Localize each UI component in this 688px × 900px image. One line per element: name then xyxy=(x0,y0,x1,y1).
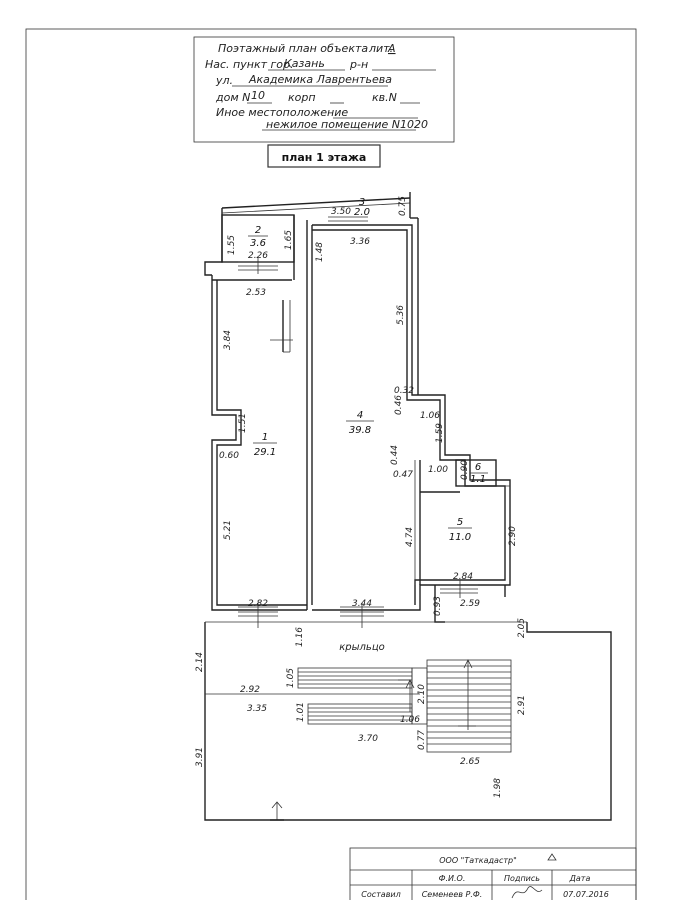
stairs-left xyxy=(297,667,428,725)
porch-label: крыльцо xyxy=(339,642,385,653)
header-house-label: дом N xyxy=(215,91,250,104)
stamp-block: ООО "Таткадастр" Ф.И.О. Подпись Дата Сос… xyxy=(349,847,637,900)
dim-label: 0.77 xyxy=(417,730,427,750)
entry-arrow-icon xyxy=(270,801,284,821)
dim-label: 2.92 xyxy=(240,685,260,695)
page-frame xyxy=(25,28,637,900)
header-flat-label: кв.N xyxy=(372,91,397,104)
room-2-area: 3.6 xyxy=(250,238,266,249)
dim-label: 1.06 xyxy=(420,411,440,421)
dim-label: 1.48 xyxy=(315,242,325,262)
dim-label: 3.91 xyxy=(195,747,205,767)
dim-label: 3.50 xyxy=(331,207,351,217)
header-house-value: 10 xyxy=(251,89,265,102)
room-4-number: 4 xyxy=(357,410,363,421)
header-lit-label: лит. xyxy=(368,42,393,55)
dim-label: 2.65 xyxy=(460,757,480,767)
room-2-number: 2 xyxy=(255,225,261,236)
dim-label: 2.91 xyxy=(517,695,527,715)
stamp-col-fio: Ф.И.О. xyxy=(439,874,466,883)
dim-label: 2.59 xyxy=(460,599,480,609)
signature-mark xyxy=(511,886,543,899)
dim-label: 1.01 xyxy=(296,702,306,722)
stamp-col-sign: Подпись xyxy=(504,874,540,883)
dim-label: 2.26 xyxy=(248,251,268,261)
dim-label: 3.36 xyxy=(350,237,370,247)
dim-label: 1.00 xyxy=(428,465,448,475)
stamp-logo-icon xyxy=(547,853,557,861)
dim-label: 2.05 xyxy=(517,618,527,638)
header-street-label: ул. xyxy=(215,74,233,87)
header-street-value: Академика Лаврентьева xyxy=(248,73,392,86)
dim-label: 0.75 xyxy=(398,196,408,216)
dim-label: 2.10 xyxy=(417,684,427,704)
header-other-location-label: Иное местоположение xyxy=(216,106,348,119)
dim-label: 3.35 xyxy=(247,704,267,714)
floor-title: план 1 этажа xyxy=(282,151,367,164)
header-lit-value: А xyxy=(387,42,396,55)
dim-label: 4.74 xyxy=(405,527,415,547)
dim-label: 1.55 xyxy=(227,235,237,255)
dim-label: 0.47 xyxy=(393,470,413,480)
header-locality-value: Казань xyxy=(284,57,325,70)
dim-label: 2.14 xyxy=(195,652,205,672)
dim-label: 3.70 xyxy=(358,734,378,744)
dim-label: 1.06 xyxy=(400,715,420,725)
room-1-area: 29.1 xyxy=(254,447,276,458)
dim-label: 3.84 xyxy=(223,330,233,350)
stamp-row-date: 07.07.2016 xyxy=(563,890,609,899)
dim-label: 0.90 xyxy=(460,460,470,480)
header-locality-label: Нас. пункт гор. xyxy=(205,58,293,71)
room-4-area: 39.8 xyxy=(349,425,371,436)
dim-label: 3.44 xyxy=(352,599,372,609)
stamp-row-role: Составил xyxy=(361,890,400,899)
dim-label: 5.36 xyxy=(396,305,406,325)
dim-label: 1.98 xyxy=(493,778,503,798)
dim-label: 0.32 xyxy=(394,386,414,396)
dim-label: 0.46 xyxy=(394,395,404,415)
header-korp-label: корп xyxy=(288,91,316,104)
room-6-number: 6 xyxy=(475,462,481,473)
floor-title-box: план 1 этажа xyxy=(267,144,381,168)
room-3-area: 2.0 xyxy=(354,207,370,218)
stamp-org: ООО "Таткадастр" xyxy=(439,856,517,865)
dim-label: 1.16 xyxy=(295,627,305,647)
header-box: Поэтажный план объекта лит. А Нас. пункт… xyxy=(193,36,455,143)
room-6-area: 1.1 xyxy=(470,474,486,485)
dim-label: 0.60 xyxy=(219,451,239,461)
walls xyxy=(204,192,612,821)
room-3-number: 3 xyxy=(359,197,365,208)
room-5-area: 11.0 xyxy=(449,532,471,543)
header-premises-value: нежилое помещение N1020 xyxy=(266,118,428,131)
dim-label: 0.44 xyxy=(390,445,400,465)
room-labels: 2 3.6 3 2.0 1 29.1 4 39.8 5 11.0 6 1.1 xyxy=(248,197,488,543)
room-5-number: 5 xyxy=(457,517,463,528)
dim-label: 0.93 xyxy=(433,596,443,616)
dim-label: 1.05 xyxy=(286,668,296,688)
dim-label: 1.59 xyxy=(435,423,445,443)
dimension-labels: 1.55 1.65 2.26 3.50 0.75 3.36 1.48 2.53 … xyxy=(195,196,527,798)
dim-label: 2.90 xyxy=(508,526,518,546)
dim-label: 1.51 xyxy=(238,413,248,433)
dim-label: 5.21 xyxy=(223,520,233,540)
header-title: Поэтажный план объекта xyxy=(218,42,368,55)
dim-label: 2.84 xyxy=(453,572,473,582)
dim-label: 2.53 xyxy=(246,288,266,298)
stamp-row-name: Семенеев Р.Ф. xyxy=(422,890,483,899)
stairs-right xyxy=(426,659,512,753)
header-district-label: р-н xyxy=(349,58,368,71)
room-1-number: 1 xyxy=(262,432,268,443)
dim-label: 1.65 xyxy=(284,230,294,250)
dim-label: 2.82 xyxy=(248,599,268,609)
stamp-col-date: Дата xyxy=(569,874,591,883)
